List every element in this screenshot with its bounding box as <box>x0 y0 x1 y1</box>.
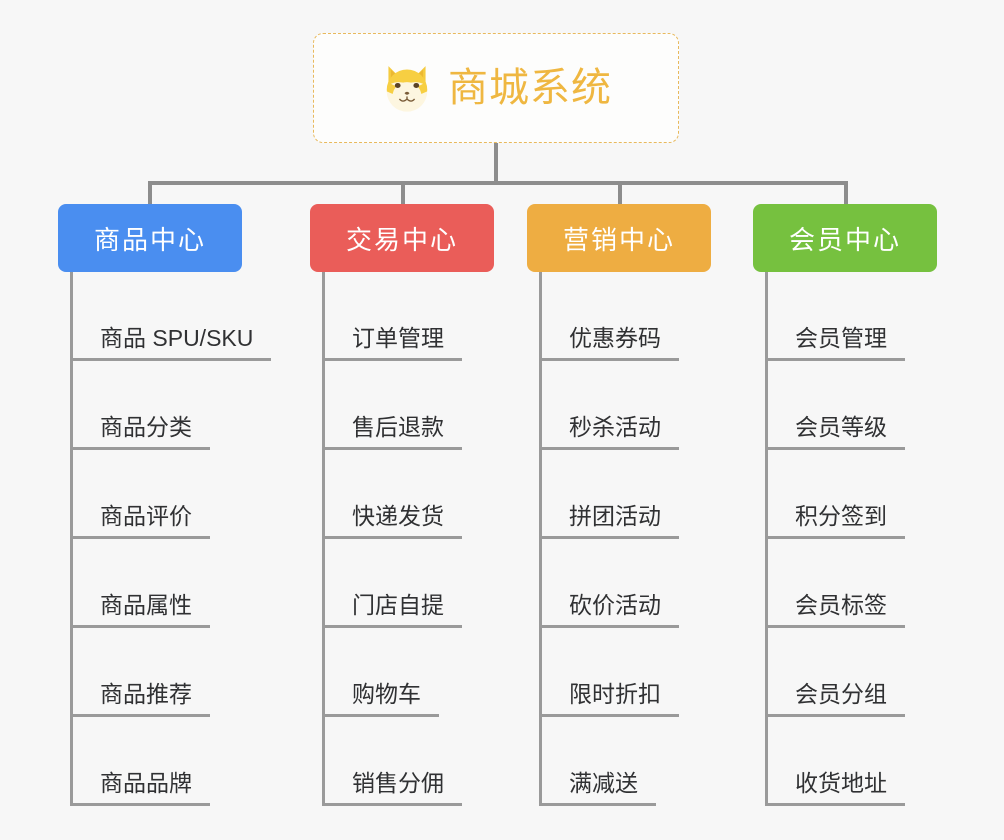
item-spine-4 <box>765 272 768 806</box>
item-label: 快递发货 <box>352 502 444 529</box>
list-item[interactable]: 商品评价 <box>58 450 242 539</box>
category-box-1[interactable]: 商品中心 <box>58 204 242 272</box>
category-label-2: 交易中心 <box>345 224 458 255</box>
item-label: 会员管理 <box>795 324 887 351</box>
list-item[interactable]: 会员标签 <box>753 539 937 628</box>
item-spine-1 <box>70 272 73 806</box>
item-spine-2 <box>322 272 325 806</box>
branch-column-1: 商品中心 商品 SPU/SKU 商品分类 商品评价 商品属性 商品推荐 商品品牌 <box>58 204 272 806</box>
item-label: 售后退款 <box>352 413 444 440</box>
list-item[interactable]: 满减送 <box>527 717 711 806</box>
connector-drop-1 <box>148 181 152 205</box>
item-label: 销售分佣 <box>352 769 444 796</box>
list-item[interactable]: 限时折扣 <box>527 628 711 717</box>
root-node-title: 商城系统 <box>448 66 612 110</box>
category-box-2[interactable]: 交易中心 <box>310 204 494 272</box>
list-item[interactable]: 销售分佣 <box>310 717 494 806</box>
item-label: 会员分组 <box>795 680 887 707</box>
item-label: 收货地址 <box>795 769 887 796</box>
item-label: 商品推荐 <box>100 680 192 707</box>
category-box-4[interactable]: 会员中心 <box>753 204 937 272</box>
shiba-inu-dog-face-icon <box>386 66 428 112</box>
item-label: 商品分类 <box>100 413 192 440</box>
item-label: 商品属性 <box>100 591 192 618</box>
item-label: 优惠券码 <box>569 324 661 351</box>
list-item[interactable]: 商品属性 <box>58 539 242 628</box>
list-item[interactable]: 秒杀活动 <box>527 361 711 450</box>
list-item[interactable]: 购物车 <box>310 628 494 717</box>
list-item[interactable]: 积分签到 <box>753 450 937 539</box>
connector-drop-4 <box>844 181 848 205</box>
item-label: 商品 SPU/SKU <box>100 324 254 351</box>
root-node-shop-system[interactable]: 商城系统 <box>313 33 679 143</box>
item-list-1: 商品 SPU/SKU 商品分类 商品评价 商品属性 商品推荐 商品品牌 <box>58 272 272 806</box>
item-label: 会员等级 <box>795 413 887 440</box>
item-label: 秒杀活动 <box>569 413 661 440</box>
list-item[interactable]: 订单管理 <box>310 272 494 361</box>
list-item[interactable]: 优惠券码 <box>527 272 711 361</box>
item-label: 门店自提 <box>352 591 444 618</box>
connector-root-stem <box>494 143 498 185</box>
branch-column-4: 会员中心 会员管理 会员等级 积分签到 会员标签 会员分组 收货地址 <box>753 204 937 806</box>
category-box-3[interactable]: 营销中心 <box>527 204 711 272</box>
item-label: 限时折扣 <box>569 680 661 707</box>
list-item[interactable]: 售后退款 <box>310 361 494 450</box>
list-item[interactable]: 商品 SPU/SKU <box>58 272 272 361</box>
category-label-1: 商品中心 <box>93 224 206 255</box>
item-list-2: 订单管理 售后退款 快递发货 门店自提 购物车 销售分佣 <box>310 272 494 806</box>
item-label: 满减送 <box>569 769 638 796</box>
item-label: 砍价活动 <box>569 591 661 618</box>
connector-drop-3 <box>618 181 622 205</box>
category-label-4: 会员中心 <box>788 224 901 255</box>
list-item[interactable]: 会员等级 <box>753 361 937 450</box>
item-label: 购物车 <box>352 680 421 707</box>
connector-drop-2 <box>401 181 405 205</box>
item-label: 会员标签 <box>795 591 887 618</box>
item-spine-3 <box>539 272 542 806</box>
list-item[interactable]: 快递发货 <box>310 450 494 539</box>
item-label: 商品评价 <box>100 502 192 529</box>
list-item[interactable]: 砍价活动 <box>527 539 711 628</box>
list-item[interactable]: 收货地址 <box>753 717 937 806</box>
list-item[interactable]: 商品推荐 <box>58 628 242 717</box>
item-list-4: 会员管理 会员等级 积分签到 会员标签 会员分组 收货地址 <box>753 272 937 806</box>
branch-column-3: 营销中心 优惠券码 秒杀活动 拼团活动 砍价活动 限时折扣 满减送 <box>527 204 711 806</box>
item-label: 积分签到 <box>795 502 887 529</box>
list-item[interactable]: 商品分类 <box>58 361 242 450</box>
item-label: 订单管理 <box>352 324 444 351</box>
item-label: 商品品牌 <box>100 769 192 796</box>
list-item[interactable]: 门店自提 <box>310 539 494 628</box>
category-label-3: 营销中心 <box>562 224 675 255</box>
branch-column-2: 交易中心 订单管理 售后退款 快递发货 门店自提 购物车 销售分佣 <box>310 204 494 806</box>
list-item[interactable]: 会员管理 <box>753 272 937 361</box>
list-item[interactable]: 商品品牌 <box>58 717 242 806</box>
connector-horizontal-bus <box>148 181 848 185</box>
list-item[interactable]: 会员分组 <box>753 628 937 717</box>
list-item[interactable]: 拼团活动 <box>527 450 711 539</box>
item-label: 拼团活动 <box>569 502 661 529</box>
item-list-3: 优惠券码 秒杀活动 拼团活动 砍价活动 限时折扣 满减送 <box>527 272 711 806</box>
